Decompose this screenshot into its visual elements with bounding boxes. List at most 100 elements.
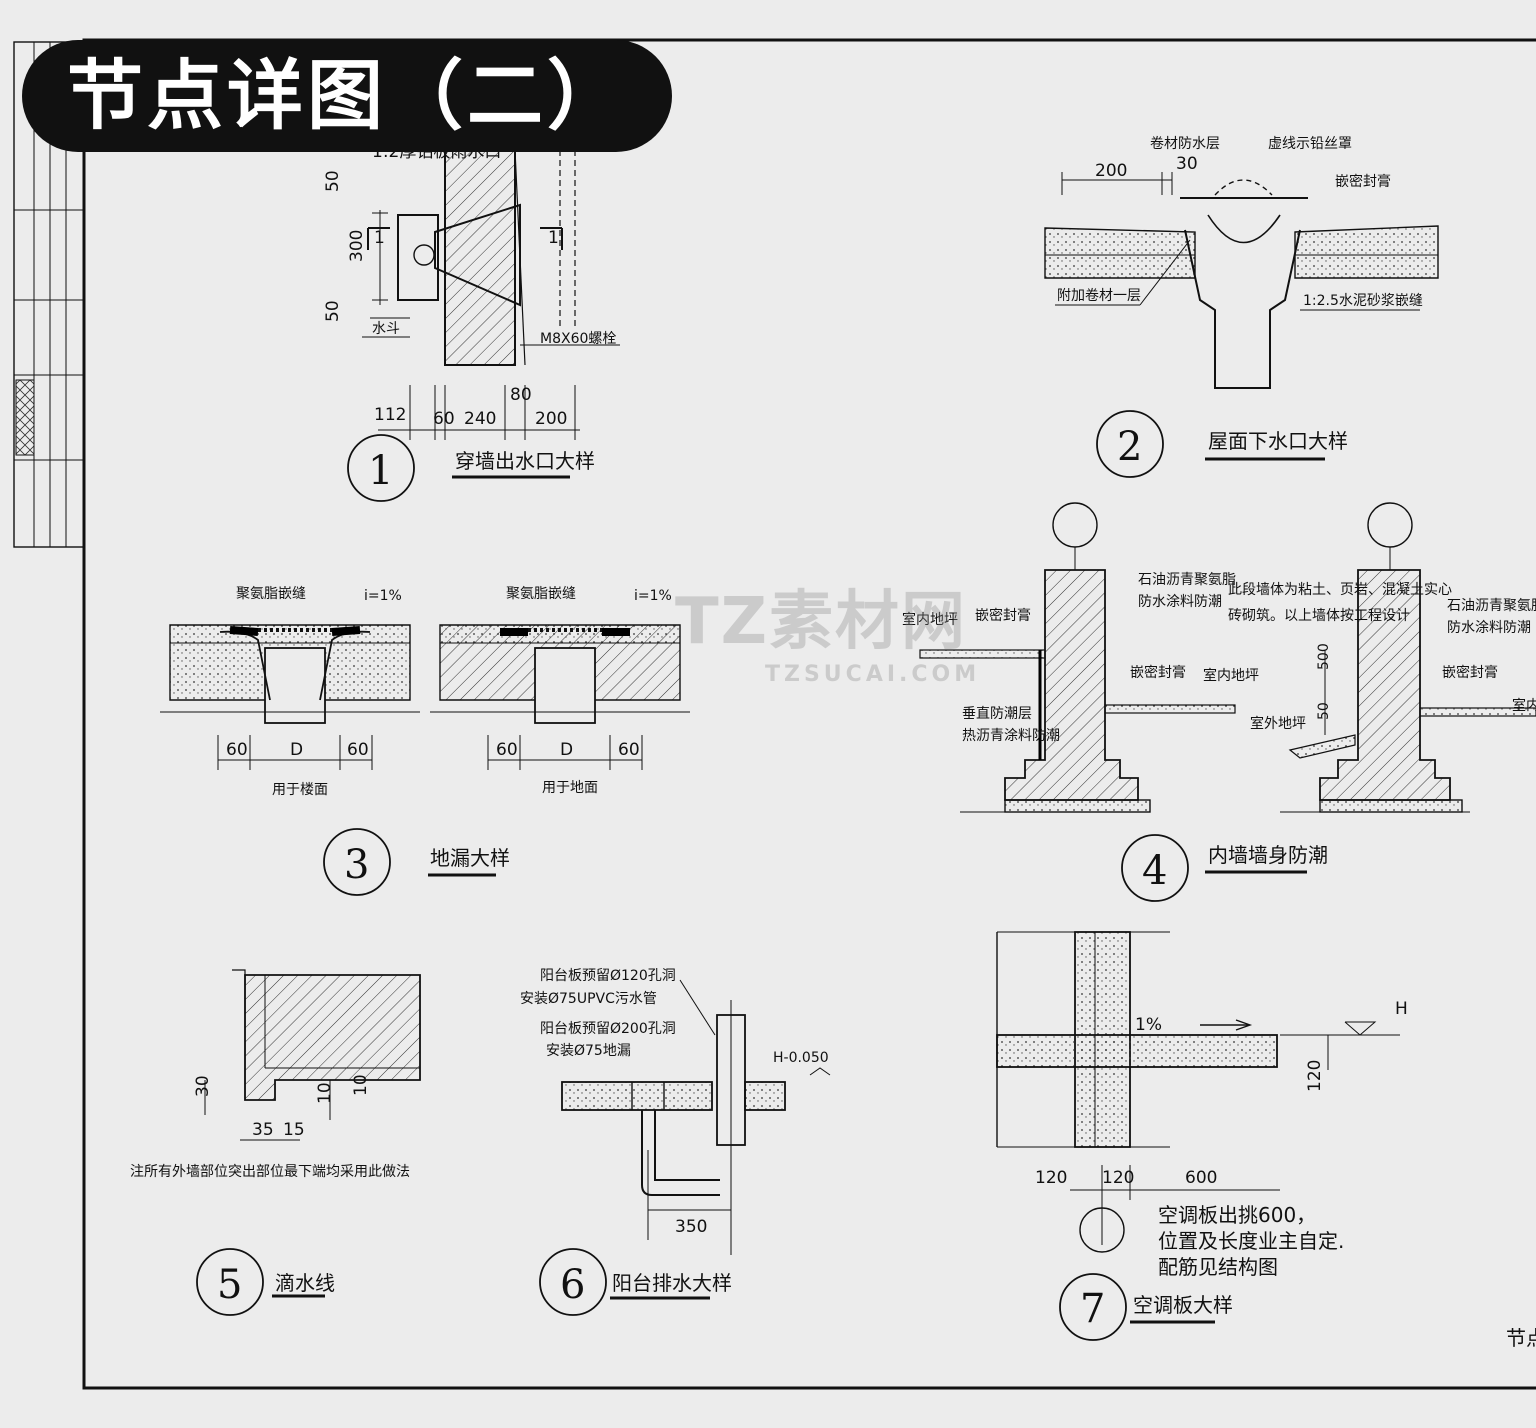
svg-text:砖砌筑。以上墙体按工程设计: 砖砌筑。以上墙体按工程设计 — [1228, 608, 1410, 624]
svg-text:1:2.5水泥砂浆嵌缝: 1:2.5水泥砂浆嵌缝 — [1303, 293, 1423, 309]
svg-text:嵌密封膏: 嵌密封膏 — [1335, 173, 1391, 190]
detail-7-text: 1% H 120 120 120 600 空调板出挑600， 位置及长度业主自定… — [1035, 999, 1408, 1332]
svg-text:60: 60 — [226, 740, 248, 760]
svg-text:120: 120 — [1102, 1168, 1134, 1188]
detail-2-text: 卷材防水层 虚线示铅丝罩 嵌密封膏 附加卷材一层 1:2.5水泥砂浆嵌缝 200… — [1057, 136, 1423, 470]
svg-text:H: H — [1395, 999, 1408, 1019]
svg-text:300: 300 — [347, 230, 367, 262]
svg-text:1: 1 — [374, 228, 385, 248]
svg-text:室外地坪: 室外地坪 — [1250, 715, 1306, 732]
svg-text:室内: 室内 — [1512, 697, 1536, 714]
detail-4-text: 石油沥青聚氨脂 防水涂料防潮 室内地坪 嵌密封膏 垂直防潮层 热沥青涂料防潮 嵌… — [902, 572, 1536, 894]
svg-text:M8X60螺栓: M8X60螺栓 — [540, 331, 616, 347]
svg-text:聚氨脂嵌缝: 聚氨脂嵌缝 — [506, 586, 576, 602]
svg-text:石油沥青聚氨脂: 石油沥青聚氨脂 — [1447, 598, 1536, 614]
svg-text:嵌密封膏: 嵌密封膏 — [1130, 664, 1186, 681]
svg-text:内墙墙身防潮: 内墙墙身防潮 — [1208, 843, 1328, 867]
svg-text:阳台板预留Ø200孔洞: 阳台板预留Ø200孔洞 — [540, 1021, 676, 1037]
svg-text:60: 60 — [347, 740, 369, 760]
svg-text:嵌密封膏: 嵌密封膏 — [975, 607, 1031, 624]
svg-text:空调板出挑600，: 空调板出挑600， — [1158, 1203, 1316, 1227]
svg-text:附加卷材一层: 附加卷材一层 — [1057, 288, 1141, 304]
detail-3-text: 聚氨脂嵌缝 i=1% 聚氨脂嵌缝 i=1% 60 D 60 60 D 60 用于… — [226, 586, 672, 888]
svg-text:3: 3 — [344, 842, 369, 888]
svg-text:60: 60 — [618, 740, 640, 760]
svg-text:配筋见结构图: 配筋见结构图 — [1158, 1255, 1278, 1279]
title-banner: 节点详图（二） — [22, 40, 672, 152]
detail-3-floor-drain — [160, 624, 690, 896]
svg-text:空调板大样: 空调板大样 — [1133, 1293, 1233, 1317]
svg-text:5: 5 — [217, 1262, 242, 1308]
svg-text:30: 30 — [1176, 154, 1198, 174]
svg-text:4: 4 — [1142, 848, 1167, 894]
detail-7-ac-slab — [996, 931, 1400, 1341]
svg-text:10: 10 — [351, 1074, 371, 1096]
page-title: 节点详图（二） — [67, 51, 627, 140]
svg-text:热沥青涂料防潮: 热沥青涂料防潮 — [962, 728, 1060, 744]
svg-text:H-0.050: H-0.050 — [773, 1050, 829, 1066]
svg-text:位置及长度业主自定.: 位置及长度业主自定. — [1158, 1229, 1344, 1253]
svg-text:600: 600 — [1185, 1168, 1217, 1188]
svg-text:60: 60 — [496, 740, 518, 760]
svg-text:防水涂料防潮: 防水涂料防潮 — [1447, 620, 1531, 636]
detail-1-drain-outlet — [347, 149, 620, 502]
svg-text:2: 2 — [1117, 424, 1142, 470]
svg-text:卷材防水层: 卷材防水层 — [1150, 136, 1220, 152]
svg-text:7: 7 — [1080, 1286, 1105, 1332]
svg-text:1: 1 — [548, 228, 559, 248]
svg-text:35: 35 — [252, 1120, 274, 1140]
svg-text:1%: 1% — [1135, 1015, 1162, 1035]
detail-4-wall-dampproof — [919, 502, 1536, 902]
svg-text:室内地坪: 室内地坪 — [902, 611, 958, 628]
svg-text:30: 30 — [193, 1075, 213, 1097]
svg-text:聚氨脂嵌缝: 聚氨脂嵌缝 — [236, 586, 306, 602]
svg-text:80: 80 — [510, 385, 532, 405]
svg-text:200: 200 — [1095, 161, 1127, 181]
svg-text:滴水线: 滴水线 — [275, 1271, 335, 1295]
svg-text:60: 60 — [433, 409, 455, 429]
detail-6-balcony-drain — [539, 979, 831, 1316]
svg-text:240: 240 — [464, 409, 496, 429]
svg-text:1: 1 — [368, 448, 393, 494]
svg-text:嵌密封膏: 嵌密封膏 — [1442, 664, 1498, 681]
svg-text:用于地面: 用于地面 — [542, 780, 598, 796]
detail-1-text: 50 300 50 水斗 M8X60螺栓 1:2厚铝板雨水口 1 1 112 6… — [323, 142, 616, 494]
svg-text:50: 50 — [323, 300, 343, 322]
svg-text:112: 112 — [374, 405, 406, 425]
svg-text:120: 120 — [1305, 1060, 1325, 1092]
svg-text:安装Ø75地漏: 安装Ø75地漏 — [546, 1043, 631, 1059]
svg-text:安装Ø75UPVC污水管: 安装Ø75UPVC污水管 — [520, 991, 657, 1007]
svg-text:350: 350 — [675, 1217, 707, 1237]
edge-text: 节点 — [1506, 1326, 1536, 1350]
svg-text:D: D — [560, 740, 573, 760]
svg-text:10: 10 — [315, 1082, 335, 1104]
svg-text:屋面下水口大样: 屋面下水口大样 — [1208, 429, 1348, 453]
svg-text:石油沥青聚氨脂: 石油沥青聚氨脂 — [1138, 572, 1236, 588]
detail-6-text: 阳台板预留Ø120孔洞 安装Ø75UPVC污水管 阳台板预留Ø200孔洞 安装Ø… — [520, 968, 829, 1308]
svg-text:地漏大样: 地漏大样 — [430, 846, 510, 870]
svg-text:120: 120 — [1035, 1168, 1067, 1188]
svg-text:200: 200 — [535, 409, 567, 429]
svg-text:室内地坪: 室内地坪 — [1203, 667, 1259, 684]
detail-5-drip-line — [196, 969, 421, 1316]
svg-text:用于楼面: 用于楼面 — [272, 782, 328, 798]
svg-text:注所有外墙部位突出部位最下端均采用此做法: 注所有外墙部位突出部位最下端均采用此做法 — [130, 1164, 410, 1180]
detail-5-text: 30 35 15 10 10 注所有外墙部位突出部位最下端均采用此做法 5 滴水… — [130, 1074, 410, 1308]
svg-text:15: 15 — [283, 1120, 305, 1140]
svg-text:50: 50 — [323, 170, 343, 192]
svg-text:阳台板预留Ø120孔洞: 阳台板预留Ø120孔洞 — [540, 968, 676, 984]
svg-text:500: 500 — [1316, 643, 1332, 670]
svg-text:i=1%: i=1% — [634, 588, 672, 604]
svg-text:i=1%: i=1% — [364, 588, 402, 604]
svg-text:穿墙出水口大样: 穿墙出水口大样 — [455, 449, 595, 473]
svg-text:垂直防潮层: 垂直防潮层 — [962, 705, 1032, 722]
detail-2-roof-drain — [1044, 172, 1439, 478]
svg-text:阳台排水大样: 阳台排水大样 — [612, 1271, 732, 1295]
svg-text:虚线示铅丝罩: 虚线示铅丝罩 — [1268, 136, 1352, 152]
svg-text:6: 6 — [560, 1262, 585, 1308]
svg-text:防水涂料防潮: 防水涂料防潮 — [1138, 594, 1222, 610]
svg-text:50: 50 — [1316, 702, 1332, 720]
svg-text:D: D — [290, 740, 303, 760]
svg-text:水斗: 水斗 — [372, 321, 400, 337]
